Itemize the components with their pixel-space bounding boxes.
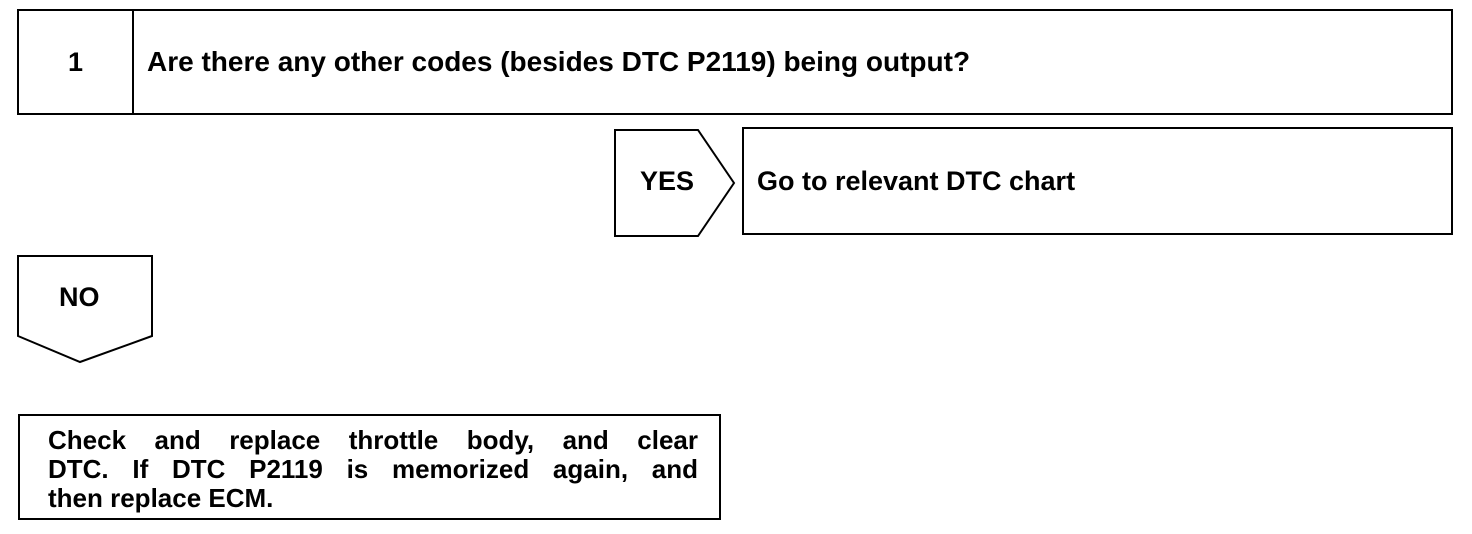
yes-result-text: Go to relevant DTC chart [757, 165, 1076, 196]
action-line-2: DTC. If DTC P2119 is memorized again, an… [48, 454, 698, 484]
yes-result-box: Go to relevant DTC chart [742, 127, 1453, 235]
step-number: 1 [19, 11, 134, 113]
action-line-1: Check and replace throttle body, and cle… [48, 425, 698, 455]
no-label: NO [59, 282, 100, 312]
step-box: 1 Are there any other codes (besides DTC… [17, 9, 1453, 115]
action-text: Check and replace throttle body, and cle… [48, 426, 698, 513]
step-question: Are there any other codes (besides DTC P… [147, 46, 971, 77]
yes-label: YES [640, 166, 695, 196]
action-box: Check and replace throttle body, and cle… [18, 414, 721, 520]
action-line-3: then replace ECM. [48, 483, 274, 513]
